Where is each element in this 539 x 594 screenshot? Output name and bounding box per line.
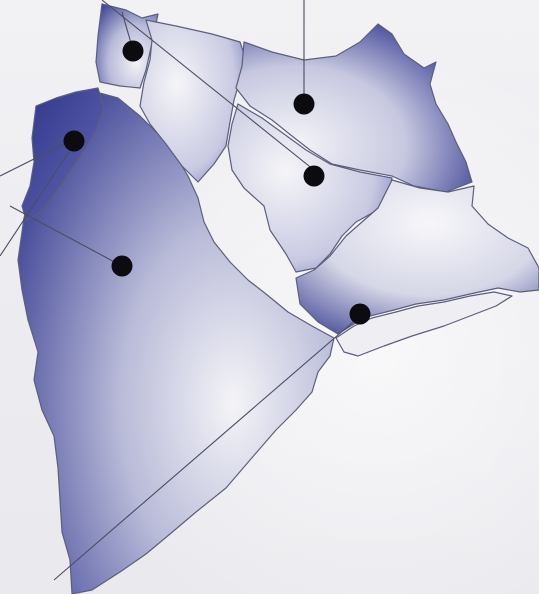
marker-center[interactable]	[303, 165, 325, 187]
region-east-lowland	[295, 179, 539, 335]
leader-line-southeast	[53, 315, 361, 581]
leader-line-north-long	[101, 0, 315, 171]
marker-west-large[interactable]	[111, 255, 133, 277]
marker-northwest-coast[interactable]	[63, 130, 85, 152]
region-west-large	[17, 91, 335, 594]
region-northwest-coast	[21, 87, 105, 221]
marker-south-east[interactable]	[349, 303, 371, 325]
region-south-east	[335, 291, 513, 357]
region-northeast	[235, 23, 473, 193]
leader-line-west-low	[0, 149, 71, 257]
marker-northeast[interactable]	[293, 93, 315, 115]
region-center	[227, 103, 393, 273]
leader-line-west-mid	[9, 205, 123, 267]
marker-north-small[interactable]	[122, 40, 144, 62]
leader-line-west-upper	[0, 139, 73, 177]
region-north-central	[139, 19, 247, 183]
